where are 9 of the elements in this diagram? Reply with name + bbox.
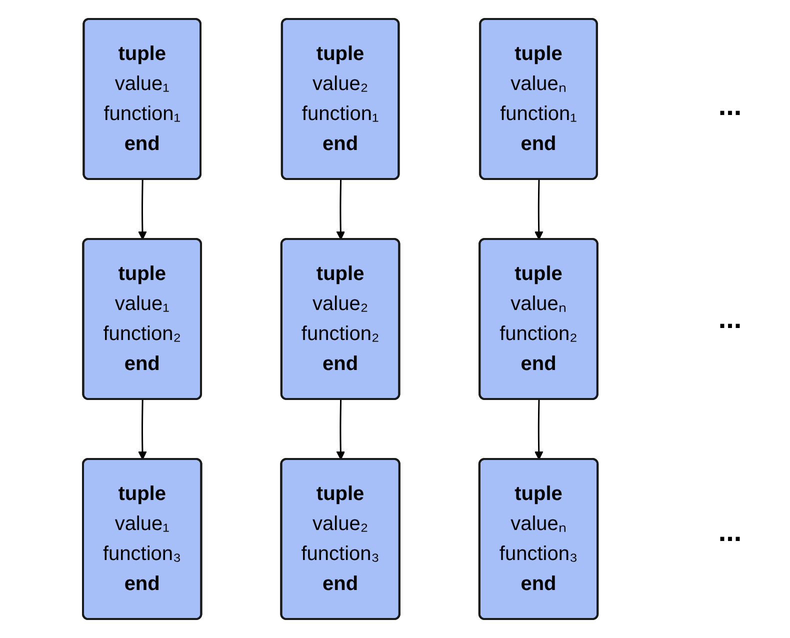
ellipsis: ...: [718, 302, 742, 335]
arrow: [336, 399, 345, 460]
arrow: [138, 399, 147, 460]
ellipsis: ...: [718, 90, 742, 122]
arrow: [138, 179, 147, 240]
arrow: [534, 399, 543, 460]
arrow: [336, 179, 345, 240]
arrow: [534, 179, 543, 240]
ellipsis: ...: [718, 516, 742, 548]
